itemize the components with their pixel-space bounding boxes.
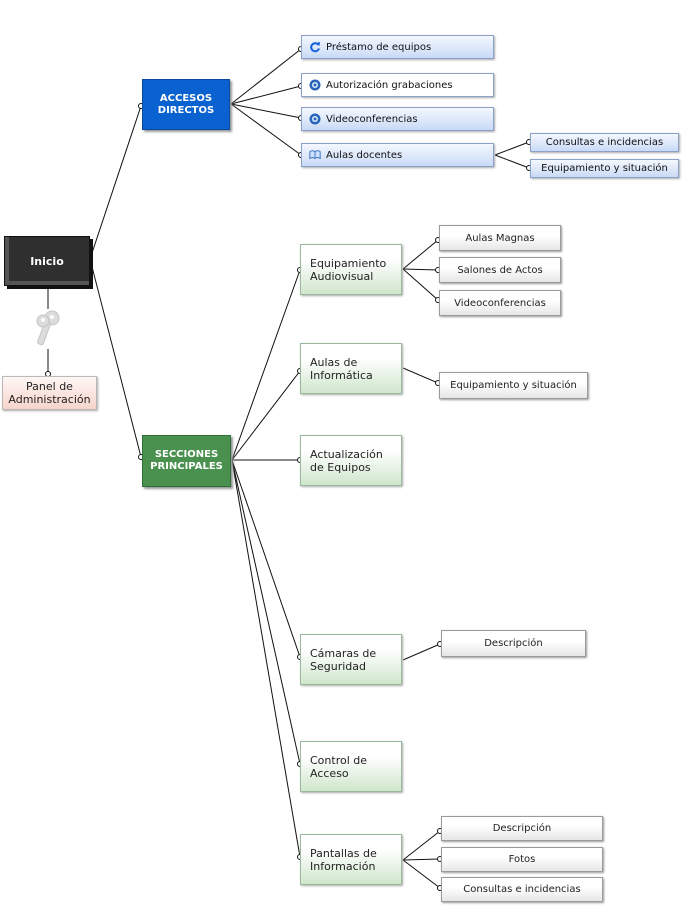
section-label-line2: de Equipos [310,460,371,474]
secciones-label-line1: SECCIONES [154,449,219,460]
accesos-label-line2: DIRECTOS [157,104,215,116]
book-icon [309,149,321,161]
leaf-label: Salones de Actos [457,264,543,276]
equipamiento-audiovisual-node[interactable]: Equipamiento Audiovisual [300,244,402,295]
section-label-line1: Equipamiento [310,256,387,270]
section-label-line1: Aulas de [310,355,358,369]
quicktime-icon [309,79,321,91]
section-label-line1: Control de [310,753,368,767]
pantallas-informacion-node[interactable]: Pantallas de Información [300,834,402,885]
equipamiento-situacion-informatica-node[interactable]: Equipamiento y situación [439,372,588,399]
quicktime-icon [309,113,321,125]
leaf-label: Descripción [484,638,543,649]
leaf-label: Videoconferencias [454,297,546,309]
camaras-seguridad-node[interactable]: Cámaras de Seguridad [300,634,402,685]
panel-label-line2: Administración [8,393,91,406]
section-label-line2: Seguridad [310,659,366,673]
section-label-line1: Cámaras de [310,646,377,660]
section-label-line2: Informática [310,368,373,382]
videoconferencias-acceso-label: Videoconferencias [326,113,418,125]
panel-administracion-node[interactable]: Panel de Administración [2,376,97,410]
section-label-line1: Actualización [310,447,383,461]
consultas-incidencias-pantallas-node[interactable]: Consultas e incidencias [441,877,603,902]
secciones-principales-node[interactable]: SECCIONES PRINCIPALES [142,435,231,487]
autorizacion-grabaciones-node[interactable]: Autorización grabaciones [301,73,494,97]
salones-actos-node[interactable]: Salones de Actos [439,257,561,283]
control-acceso-node[interactable]: Control de Acceso [300,741,402,792]
equipamiento-situacion-aulas-node[interactable]: Equipamiento y situación [530,159,679,178]
accesos-directos-node[interactable]: ACCESOS DIRECTOS [142,79,230,130]
autorizacion-label: Autorización grabaciones [326,79,453,91]
aulas-informatica-node[interactable]: Aulas de Informática [300,343,402,394]
fotos-pantallas-node[interactable]: Fotos [441,847,603,872]
aulas-docentes-node[interactable]: Aulas docentes [301,143,494,167]
prestamo-equipos-node[interactable]: Préstamo de equipos [301,35,494,59]
leaf-label: Consultas e incidencias [463,884,581,895]
equipamiento-aulas-label: Equipamiento y situación [541,163,668,174]
section-label-line2: Información [310,859,376,873]
videoconferencias-acceso-node[interactable]: Videoconferencias [301,107,494,131]
inicio-node[interactable]: Inicio [4,236,90,286]
consultas-incidencias-aulas-node[interactable]: Consultas e incidencias [530,133,679,152]
actualizacion-equipos-node[interactable]: Actualización de Equipos [300,435,402,486]
panel-label-line1: Panel de [26,380,73,393]
accesos-label-line1: ACCESOS [159,92,213,104]
descripcion-pantallas-node[interactable]: Descripción [441,816,603,841]
inicio-label: Inicio [30,254,64,268]
leaf-label: Fotos [508,854,536,865]
consultas-aulas-label: Consultas e incidencias [545,137,664,148]
section-label-line2: Acceso [310,766,349,780]
section-label-line2: Audiovisual [310,269,374,283]
videoconferencias-seccion-node[interactable]: Videoconferencias [439,290,561,316]
section-label-line1: Pantallas de [310,846,377,860]
leaf-label: Descripción [492,823,552,834]
secciones-label-line2: PRINCIPALES [150,461,223,472]
leaf-label: Aulas Magnas [465,232,535,244]
refresh-icon [309,41,321,53]
key-icon [36,310,60,346]
descripcion-camaras-node[interactable]: Descripción [441,630,586,657]
aulas-magnas-node[interactable]: Aulas Magnas [439,225,561,251]
leaf-label: Equipamiento y situación [450,380,577,391]
aulas-docentes-label: Aulas docentes [326,149,403,161]
prestamo-label: Préstamo de equipos [326,41,432,53]
